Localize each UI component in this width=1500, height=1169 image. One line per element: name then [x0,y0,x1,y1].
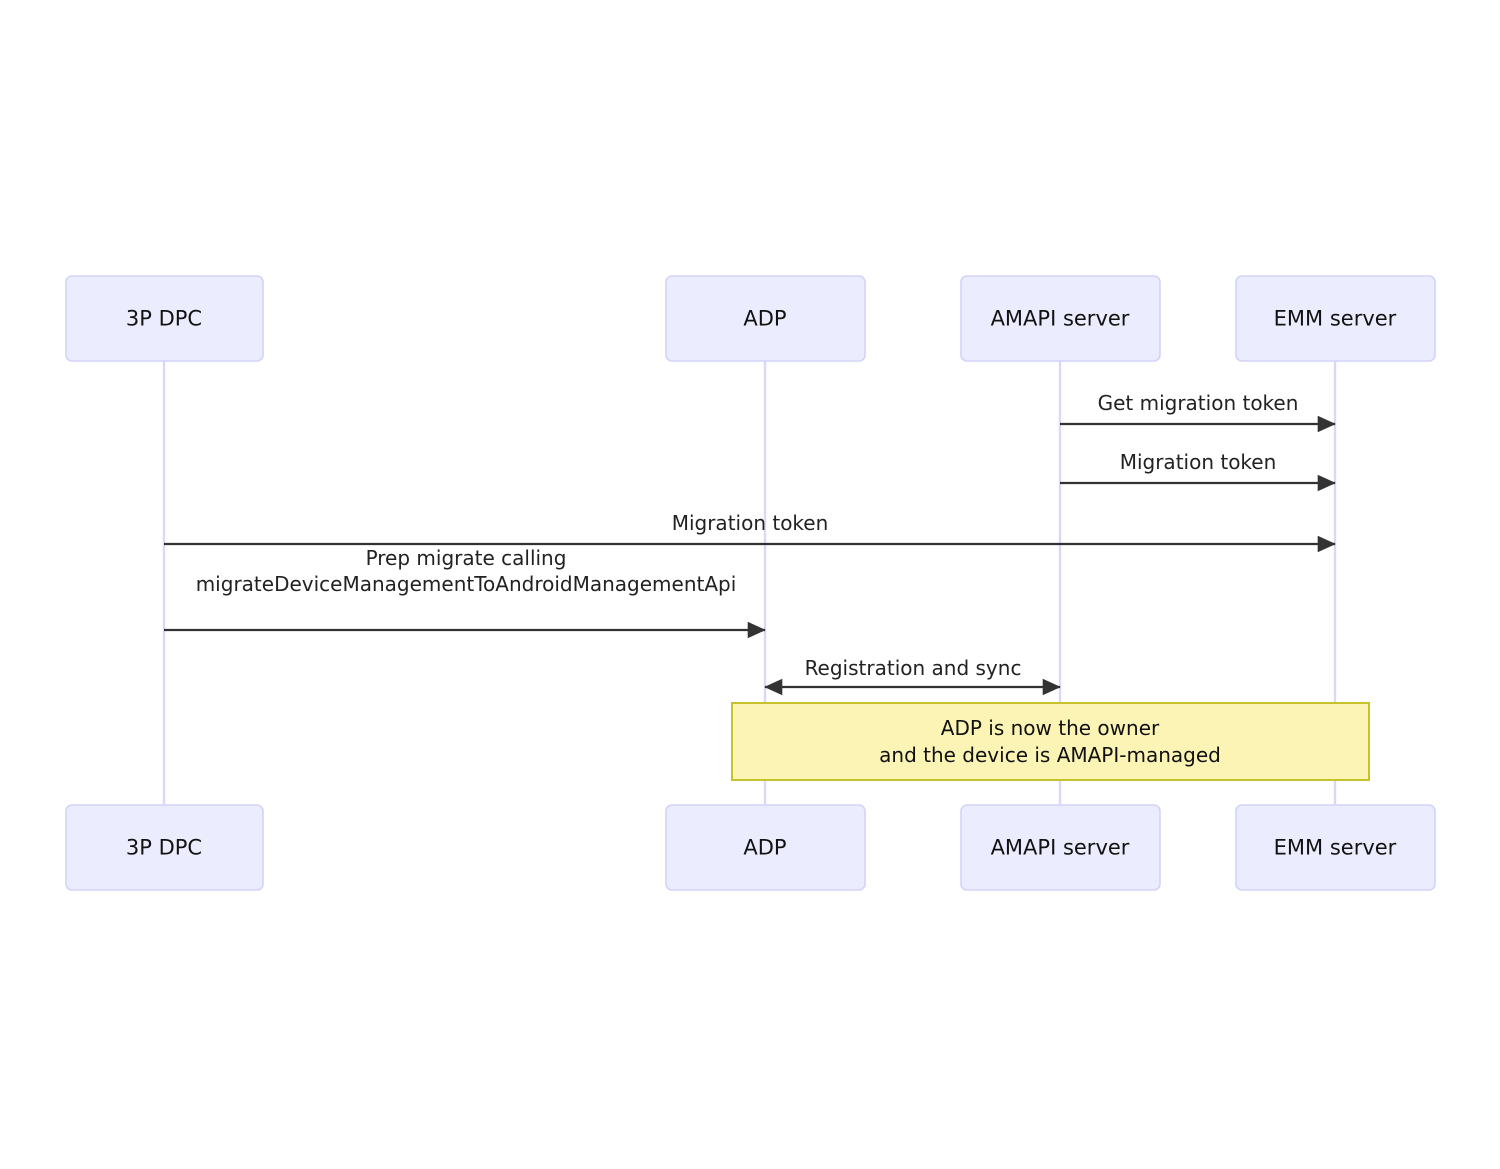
message-label-m3-line-0: Migration token [672,511,829,535]
note-label-note-owner-line-0: ADP is now the owner [941,716,1160,740]
participant-box-dpc-bottom[interactable] [65,804,264,891]
message-m3[interactable]: Migration token [164,511,1336,553]
participant-box-adp-top[interactable] [665,275,866,362]
note-box-note-owner [731,702,1370,781]
participant-box-amapi-bottom[interactable] [960,804,1161,891]
message-label-m4-line-0: Prep migrate calling [366,546,567,570]
participant-label-amapi-bottom: AMAPI server [991,836,1130,860]
participant-box-adp-bottom[interactable] [665,804,866,891]
participant-box-emm-top[interactable] [1235,275,1436,362]
message-label-m4-line-1: migrateDeviceManagementToAndroidManageme… [196,572,737,596]
participant-label-amapi-top: AMAPI server [991,307,1130,331]
participant-box-dpc-top[interactable] [65,275,264,362]
notes-group: ADP is now the owner and the device is AM… [731,702,1370,781]
participant-label-emm-top: EMM server [1274,307,1397,331]
message-label-m5-line-0: Registration and sync [805,656,1022,680]
message-m2[interactable]: Migration token [1060,450,1336,492]
participant-box-emm-bottom[interactable] [1235,804,1436,891]
message-m1[interactable]: Get migration token [1060,391,1336,433]
message-label-m2-line-0: Migration token [1120,450,1277,474]
participant-label-dpc-bottom: 3P DPC [126,836,202,860]
participant-label-adp-top: ADP [743,307,786,331]
participants-top-group: 3P DPC ADP AMAPI server EMM server [65,275,1436,362]
message-label-m1-line-0: Get migration token [1098,391,1299,415]
participant-label-adp-bottom: ADP [743,836,786,860]
note-note-owner[interactable]: ADP is now the owner and the device is AM… [731,702,1370,781]
participant-box-amapi-top[interactable] [960,275,1161,362]
message-m5[interactable]: Registration and sync [764,656,1061,696]
participants-bottom-group: 3P DPC ADP AMAPI server EMM server [65,804,1436,891]
message-m4[interactable]: Prep migrate callingmigrateDeviceManagem… [164,546,766,639]
note-label-note-owner-line-1: and the device is AMAPI-managed [879,743,1221,767]
participant-label-dpc-top: 3P DPC [126,307,202,331]
participant-label-emm-bottom: EMM server [1274,836,1397,860]
